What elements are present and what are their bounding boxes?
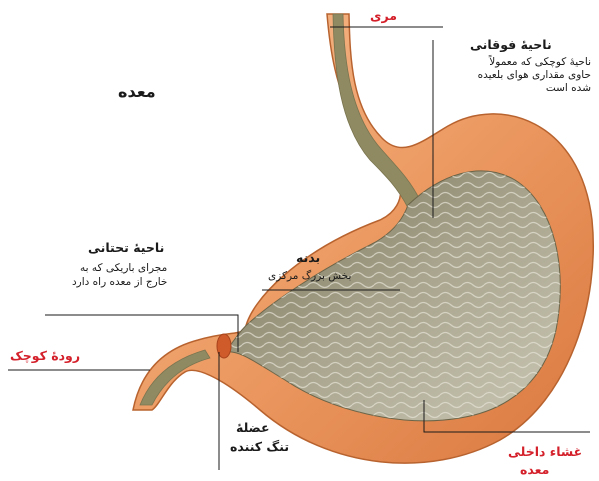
label-sphincter-2: تنگ کننده — [230, 439, 289, 454]
label-pylorus-region-desc-1: مجرای باریکی که به — [80, 262, 167, 275]
label-sphincter-1: عضلۀ — [236, 420, 270, 435]
label-esophagus: مری — [370, 8, 397, 23]
label-fundus-desc-1: ناحیۀ کوچکی که معمولاً — [489, 56, 591, 69]
label-pylorus-region-desc-2: خارج از معده راه دارد — [72, 276, 167, 289]
label-mucosa-2: معده — [520, 462, 549, 477]
label-small-intestine: رودۀ کوچک — [10, 348, 80, 363]
label-mucosa-1: غشاء داخلی — [508, 444, 582, 459]
label-fundus-title: ناحیۀ فوقانی — [470, 37, 552, 52]
diagram-title: معده — [118, 82, 156, 101]
label-body-title: بدنه — [296, 250, 320, 265]
label-fundus-desc-2: حاوی مقداری هوای بلعیده — [478, 69, 591, 82]
label-fundus-desc-3: شده است — [546, 82, 591, 95]
label-pylorus-region-title: ناحیۀ تحتانی — [88, 240, 164, 255]
label-body-desc: بخش بزرگ مرکزی — [268, 270, 351, 283]
